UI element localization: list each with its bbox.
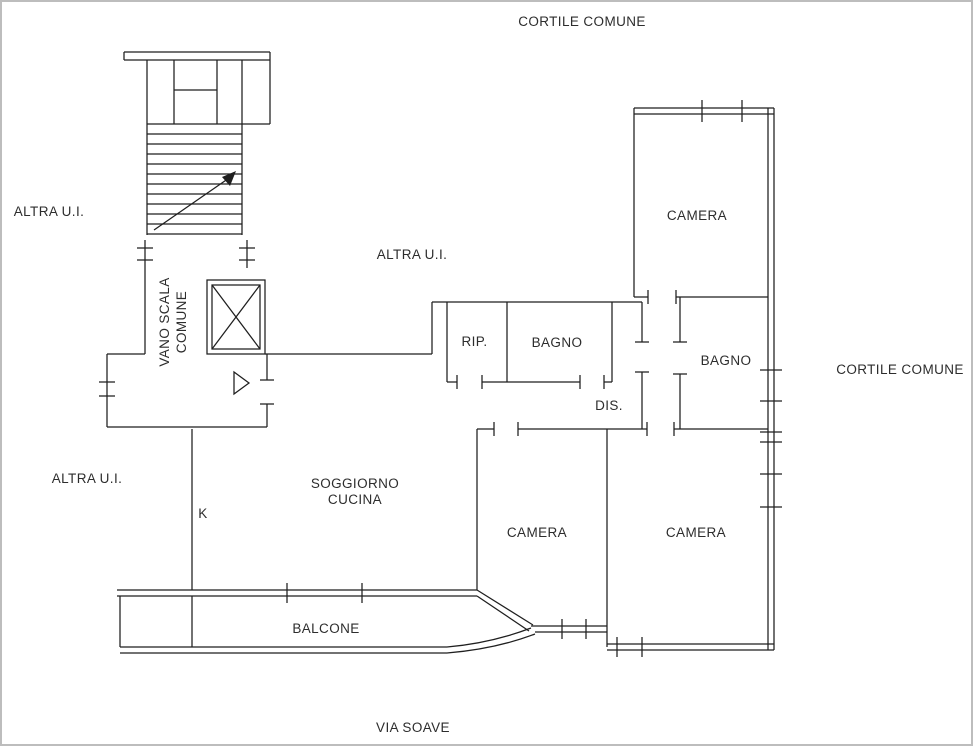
label-dis: DIS. xyxy=(595,398,623,413)
stairwell-drawing xyxy=(123,51,271,268)
label-bagno-center: BAGNO xyxy=(531,335,583,350)
right-block-walls xyxy=(607,100,782,657)
door-swing-icon xyxy=(233,370,251,396)
label-soggiorno-line2: CUCINA xyxy=(327,492,383,508)
label-altra-ui-center: ALTRA U.I. xyxy=(376,247,448,262)
label-camera-top-right: CAMERA xyxy=(666,208,728,223)
label-vano-scala-line1: VANO SCALA xyxy=(157,277,172,367)
landing-walls xyxy=(99,268,274,428)
elevator-drawing xyxy=(206,279,266,396)
angled-wall xyxy=(476,589,534,632)
central-walls xyxy=(191,297,768,647)
label-altra-ui-left: ALTRA U.I. xyxy=(13,204,85,219)
label-via-soave: VIA SOAVE xyxy=(376,720,450,735)
elevator-x-icon xyxy=(211,284,261,350)
label-vano-scala-comune: VANO SCALA COMUNE xyxy=(157,267,191,377)
stairs-direction-arrow-icon xyxy=(222,171,236,186)
label-soggiorno-line1: SOGGIORNO xyxy=(310,476,400,491)
label-camera-center: CAMERA xyxy=(506,525,568,540)
label-rip: RIP. xyxy=(461,334,488,349)
label-bagno-right: BAGNO xyxy=(700,353,752,368)
label-balcone: BALCONE xyxy=(292,621,360,636)
label-altra-ui-bottom-left: ALTRA U.I. xyxy=(51,471,123,486)
label-cortile-comune-right: CORTILE COMUNE xyxy=(836,362,964,377)
label-cortile-comune-top: CORTILE COMUNE xyxy=(518,14,646,29)
label-vano-scala-line2: COMUNE xyxy=(173,290,189,354)
label-soggiorno-cucina: SOGGIORNO CUCINA xyxy=(300,476,410,508)
label-kitchen-k: K xyxy=(198,506,208,521)
balcony-drawing xyxy=(117,583,607,654)
stair-opening-marks xyxy=(137,240,255,268)
label-camera-bottom-right: CAMERA xyxy=(665,525,727,540)
stairs-direction-line xyxy=(153,175,233,231)
